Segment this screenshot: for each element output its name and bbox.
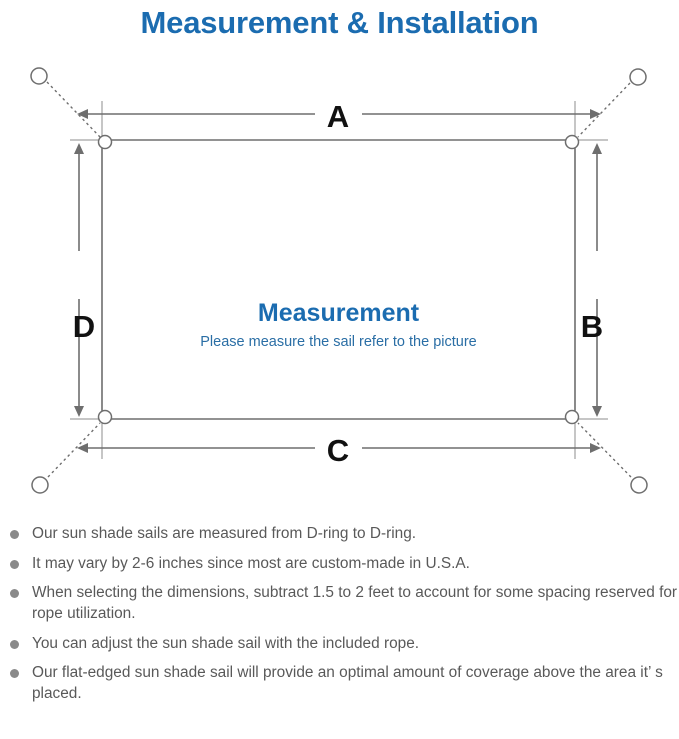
d-ring-bottom-left: [97, 409, 113, 425]
rope-line-bottom-left: [47, 422, 101, 478]
dimension-label-d: D: [73, 309, 95, 344]
rope-line-top-right: [577, 82, 631, 138]
list-item-text: When selecting the dimensions, subtract …: [32, 584, 678, 622]
dimension-label-a: A: [327, 99, 349, 134]
bullet-icon: [10, 669, 19, 679]
dimension-label-c: C: [327, 433, 349, 468]
d-ring-bottom-right: [564, 409, 580, 425]
list-item: You can adjust the sun shade sail with t…: [0, 634, 679, 655]
rope-line-top-left: [46, 81, 101, 138]
list-item: When selecting the dimensions, subtract …: [0, 583, 679, 624]
anchor-point-bottom-left: [31, 476, 49, 494]
page-title: Measurement & Installation: [140, 5, 539, 40]
rope-line-bottom-right: [577, 422, 632, 478]
list-item: It may vary by 2-6 inches since most are…: [0, 554, 679, 575]
bullet-icon: [10, 530, 19, 539]
anchor-point-top-right: [629, 68, 647, 86]
d-ring-top-left: [97, 134, 113, 150]
notes-list: Our sun shade sails are measured from D-…: [0, 524, 679, 713]
extension-lines: [70, 101, 608, 459]
anchor-point-bottom-right: [630, 476, 648, 494]
list-item-text: Our flat-edged sun shade sail will provi…: [32, 664, 663, 702]
bullet-icon: [10, 589, 19, 599]
list-item-text: Our sun shade sails are measured from D-…: [32, 525, 417, 542]
dimension-label-b: B: [581, 309, 603, 344]
bullet-icon: [10, 559, 19, 569]
list-item: Our sun shade sails are measured from D-…: [0, 524, 679, 545]
sun-shade-sail-measurement-diagram: A B C D Measurement Please measure the s…: [0, 46, 679, 516]
anchor-points: [30, 67, 648, 494]
d-rings: [97, 134, 580, 425]
sail-rectangle: [101, 139, 576, 420]
list-item-text: You can adjust the sun shade sail with t…: [32, 634, 420, 652]
diagram-svg: A B C D: [30, 67, 648, 494]
bullet-icon: [10, 639, 19, 649]
list-item-text: It may vary by 2-6 inches since most are…: [32, 554, 470, 572]
rope-lines: [46, 81, 632, 478]
anchor-point-top-left: [30, 67, 48, 85]
d-ring-top-right: [564, 134, 580, 150]
list-item: Our flat-edged sun shade sail will provi…: [0, 663, 679, 704]
